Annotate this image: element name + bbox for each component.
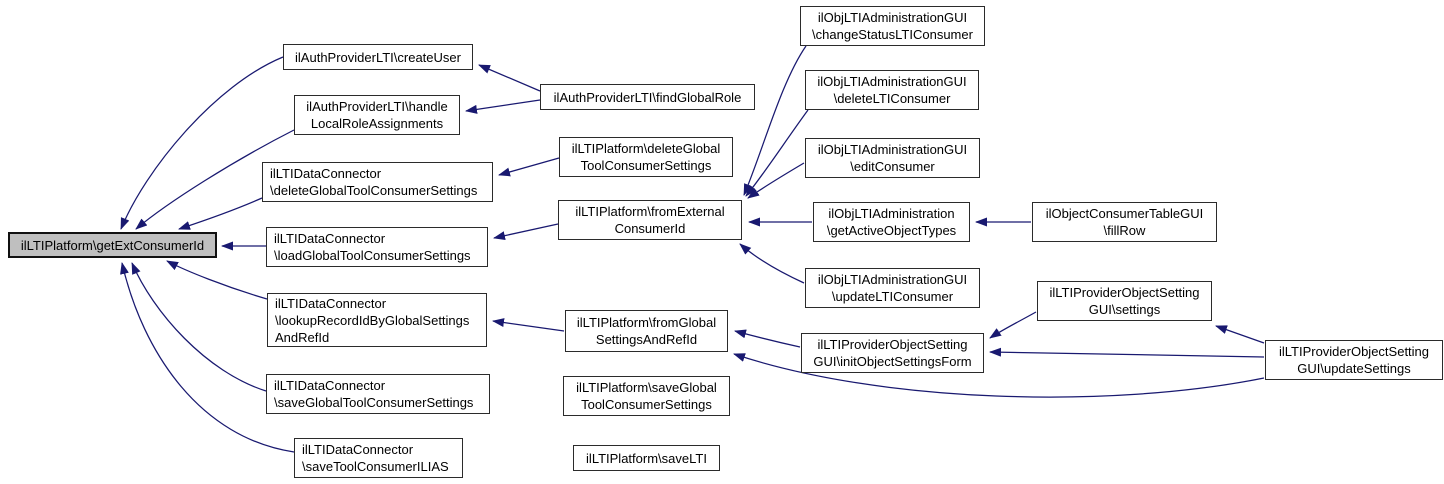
graph-node-dcSaveToolConsumerILIAS[interactable]: ilLTIDataConnector \saveToolConsumerILIA… — [294, 438, 463, 478]
edge-findGlobalRole-to-handleLocalRoleAssignments — [465, 99, 541, 114]
graph-node-handleLocalRoleAssignments[interactable]: ilAuthProviderLTI\handle LocalRoleAssign… — [294, 95, 460, 135]
edge-guiDeleteLTIConsumer-to-pfFromExternalConsumerId — [745, 109, 809, 197]
edge-pfFromExternalConsumerId-to-dcLoadGlobalToolConsumerSettings — [493, 223, 559, 241]
edge-guiChangeStatusLTIConsumer-to-pfFromExternalConsumerId — [743, 45, 807, 196]
edge-findGlobalRole-to-createUser — [478, 64, 541, 92]
graph-node-pfDeleteGlobalToolConsumerSettings[interactable]: ilLTIPlatform\deleteGlobal ToolConsumerS… — [559, 137, 733, 177]
edge-posgUpdateSettings-to-posgSettings — [1215, 325, 1265, 344]
edge-dcSaveGlobalToolConsumerSettings-to-getExtConsumerId — [131, 262, 267, 392]
edge-handleLocalRoleAssignments-to-getExtConsumerId — [135, 129, 295, 230]
edge-guiEditConsumer-to-pfFromExternalConsumerId — [747, 162, 805, 199]
graph-node-pfFromGlobalSettingsAndRefId[interactable]: ilLTIPlatform\fromGlobal SettingsAndRefI… — [565, 310, 728, 352]
edge-pfDeleteGlobalToolConsumerSettings-to-dcDeleteGlobalToolConsumerSettings — [498, 157, 560, 177]
graph-node-dcLoadGlobalToolConsumerSettings[interactable]: ilLTIDataConnector \loadGlobalToolConsum… — [266, 227, 488, 267]
graph-node-guiDeleteLTIConsumer[interactable]: ilObjLTIAdministrationGUI \deleteLTICons… — [805, 70, 979, 110]
edge-dcDeleteGlobalToolConsumerSettings-to-getExtConsumerId — [178, 197, 263, 230]
edge-posgInitObjectSettingsForm-to-pfFromGlobalSettingsAndRefId — [734, 329, 801, 348]
graph-node-getExtConsumerId[interactable]: ilLTIPlatform\getExtConsumerId — [8, 232, 217, 258]
edge-guiUpdateLTIConsumer-to-pfFromExternalConsumerId — [739, 243, 805, 284]
graph-node-guiChangeStatusLTIConsumer[interactable]: ilObjLTIAdministrationGUI \changeStatusL… — [800, 6, 985, 46]
edge-posgUpdateSettings-to-pfFromGlobalSettingsAndRefId — [733, 353, 1265, 398]
graph-node-guiEditConsumer[interactable]: ilObjLTIAdministrationGUI \editConsumer — [805, 138, 980, 178]
graph-node-guiUpdateLTIConsumer[interactable]: ilObjLTIAdministrationGUI \updateLTICons… — [805, 268, 980, 308]
graph-node-dcDeleteGlobalToolConsumerSettings[interactable]: ilLTIDataConnector \deleteGlobalToolCons… — [262, 162, 493, 202]
edge-dcSaveToolConsumerILIAS-to-getExtConsumerId — [120, 262, 295, 453]
edge-posgUpdateSettings-to-posgInitObjectSettingsForm — [989, 347, 1265, 358]
graph-node-createUser[interactable]: ilAuthProviderLTI\createUser — [283, 44, 473, 70]
edge-dcLookupRecordIdByGlobalSettingsAndRefId-to-getExtConsumerId — [166, 260, 268, 300]
graph-node-posgSettings[interactable]: ilLTIProviderObjectSetting GUI\settings — [1037, 281, 1212, 321]
graph-node-dcSaveGlobalToolConsumerSettings[interactable]: ilLTIDataConnector \saveGlobalToolConsum… — [266, 374, 490, 414]
graph-node-admGetActiveObjectTypes[interactable]: ilObjLTIAdministration \getActiveObjectT… — [813, 202, 970, 242]
graph-node-pfFromExternalConsumerId[interactable]: ilLTIPlatform\fromExternal ConsumerId — [558, 200, 742, 240]
graph-node-findGlobalRole[interactable]: ilAuthProviderLTI\findGlobalRole — [540, 84, 755, 110]
graph-node-pfSaveGlobalToolConsumerSettings[interactable]: ilLTIPlatform\saveGlobal ToolConsumerSet… — [563, 376, 730, 416]
edge-posgSettings-to-posgInitObjectSettingsForm — [989, 311, 1037, 339]
edge-pfFromGlobalSettingsAndRefId-to-dcLookupRecordIdByGlobalSettingsAndRefId — [492, 318, 565, 332]
graph-node-pfSaveLTI[interactable]: ilLTIPlatform\saveLTI — [573, 445, 720, 471]
graph-node-posgInitObjectSettingsForm[interactable]: ilLTIProviderObjectSetting GUI\initObjec… — [801, 333, 984, 373]
graph-node-tableFillRow[interactable]: ilObjectConsumerTableGUI \fillRow — [1032, 202, 1217, 242]
edge-createUser-to-getExtConsumerId — [120, 56, 284, 230]
graph-node-posgUpdateSettings[interactable]: ilLTIProviderObjectSetting GUI\updateSet… — [1265, 340, 1443, 380]
graph-node-dcLookupRecordIdByGlobalSettingsAndRefId[interactable]: ilLTIDataConnector \lookupRecordIdByGlob… — [267, 293, 487, 347]
